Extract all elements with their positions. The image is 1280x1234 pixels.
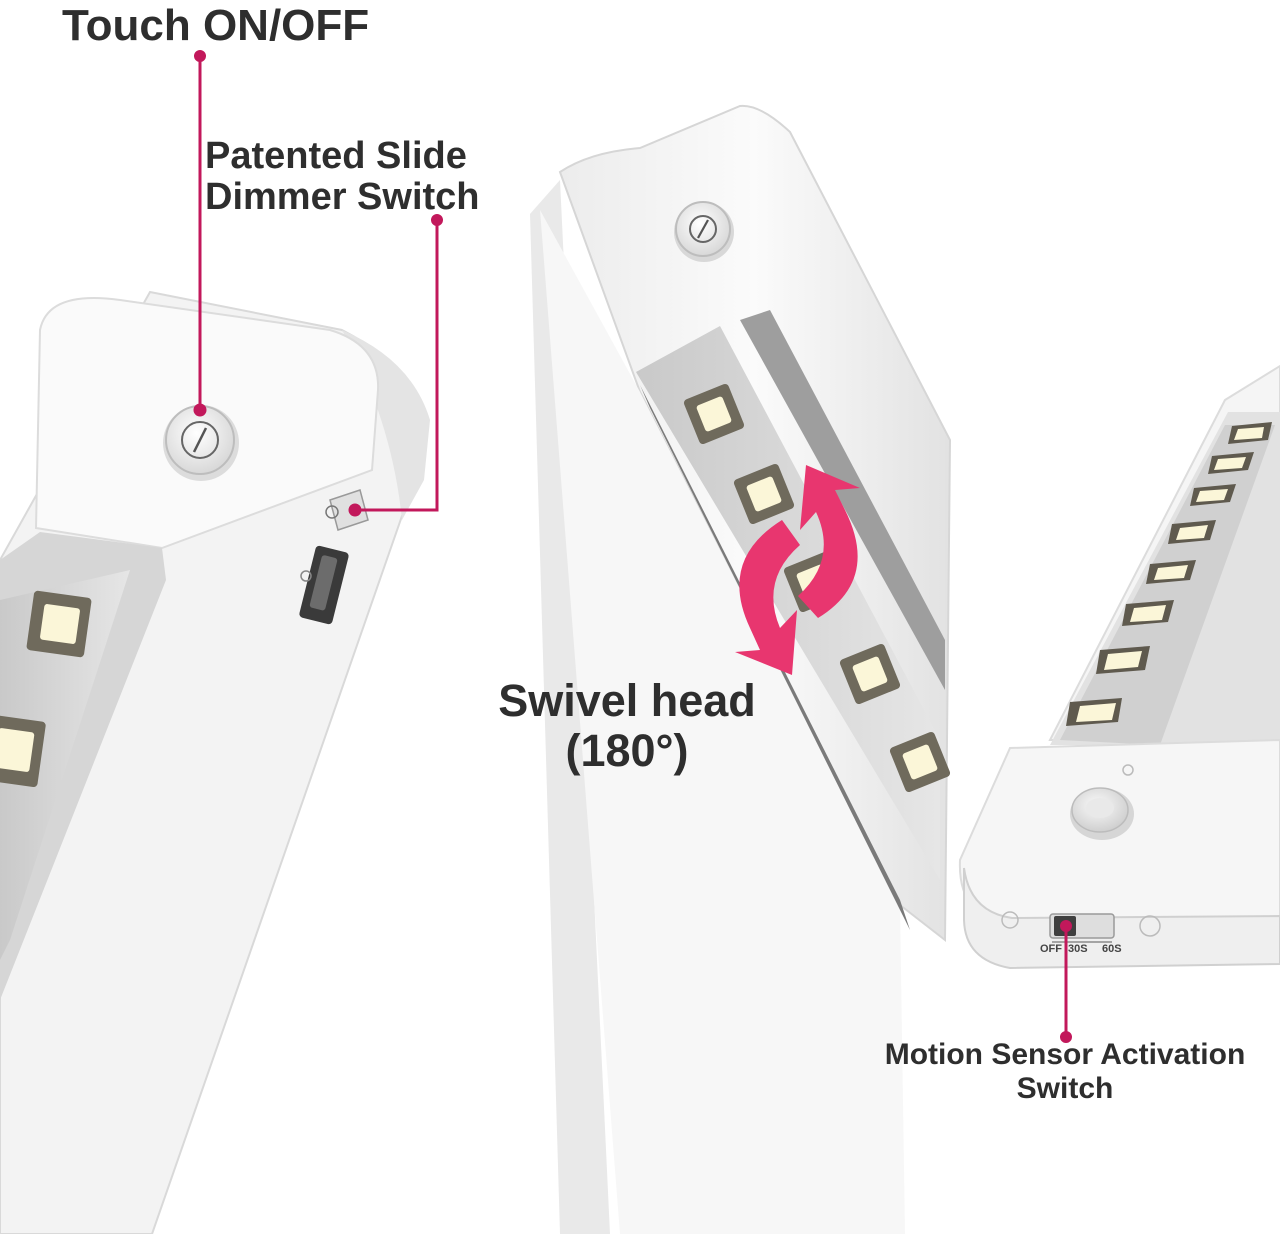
callout-dot — [194, 50, 206, 62]
led-chip — [26, 590, 92, 658]
right-light-bar: OFF 30S 60S — [958, 364, 1280, 970]
motion-activation-switch-icon: OFF 30S 60S — [1040, 913, 1122, 955]
led-chip — [733, 463, 795, 525]
led-chip — [1096, 646, 1150, 674]
dimmer-switch-label: Patented Slide Dimmer Switch — [205, 135, 480, 219]
callout-dot — [1060, 920, 1072, 932]
led-chip — [839, 643, 901, 705]
switch-mark-60s: 60S — [1102, 943, 1122, 955]
led-chip — [1208, 452, 1254, 474]
led-chip — [1228, 422, 1272, 444]
callout-dot — [348, 503, 362, 517]
left-light-bar — [0, 290, 430, 1234]
dimmer-label-line-2: Dimmer Switch — [205, 176, 480, 219]
led-chip — [1066, 698, 1122, 726]
led-chip — [1168, 520, 1216, 544]
led-chip — [683, 383, 745, 445]
led-chip — [1146, 560, 1196, 584]
led-chip — [0, 714, 46, 788]
motion-sensor-switch-label: Motion Sensor Activation Switch — [850, 1038, 1280, 1105]
motion-label-line-2: Switch — [1016, 1071, 1114, 1105]
switch-mark-off: OFF — [1040, 943, 1062, 955]
swivel-label-line-2: (180°) — [565, 725, 689, 777]
motion-label-line-1: Motion Sensor Activation — [884, 1038, 1246, 1071]
led-chip — [889, 731, 951, 793]
callout-dot — [193, 403, 207, 417]
switch-mark-30s: 30S — [1068, 943, 1088, 955]
led-chip — [1122, 600, 1174, 626]
callout-dot — [431, 214, 443, 226]
callout-line-dimmer — [355, 220, 439, 512]
touch-on-off-label: Touch ON/OFF — [62, 1, 370, 50]
dimmer-label-line-1: Patented Slide — [205, 135, 467, 177]
callout-lines — [193, 50, 1072, 1043]
swivel-label-line-1: Swivel head — [498, 675, 756, 726]
led-chip — [1190, 484, 1236, 506]
swivel-head-label: Swivel head (180°) — [452, 675, 802, 777]
rotate-arrows-icon — [735, 465, 860, 675]
callout-dot — [1060, 1031, 1072, 1043]
middle-light-bar — [530, 104, 952, 1234]
